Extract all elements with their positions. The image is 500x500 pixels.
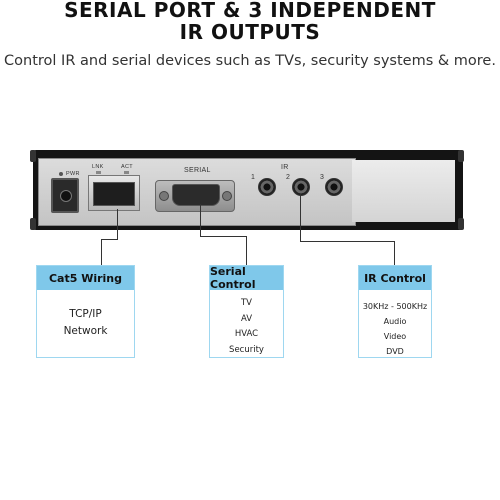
callout-ir-title: IR Control [359,266,431,290]
callout-ir-items: 30KHz - 500KHz Audio Video DVD [359,299,431,359]
callout-item: Security [229,344,264,355]
connector-line [117,209,118,239]
callout-cat5-items: TCP/IP Network [37,306,134,340]
ir-port-2-label: 2 [286,174,291,181]
connector-line [200,204,201,237]
lnk-label: LNK [92,164,104,170]
callout-cat5-wiring: Cat5 Wiring TCP/IP Network [36,265,135,358]
callout-ir-control: IR Control 30KHz - 500KHz Audio Video DV… [358,265,432,358]
ir-label: IR [281,164,289,171]
serial-label: SERIAL [184,167,211,174]
callout-serial-control: Serial Control TV AV HVAC Security [209,265,284,358]
connector-line [300,241,395,242]
screw-icon [222,191,232,201]
callout-item: Audio [383,317,407,326]
ethernet-port-socket [93,182,135,206]
device-foot [30,218,36,230]
headline-line-1: SERIAL PORT & 3 INDEPENDENT [64,0,436,22]
device-foot [458,150,464,162]
ir-jack-1-icon [258,178,276,196]
serial-port-socket [172,184,220,206]
headline-line-2: IR OUTPUTS [179,20,321,44]
power-jack-icon [51,178,79,213]
ir-port-1-label: 1 [251,174,256,181]
callout-item: HVAC [234,329,259,339]
callout-item: AV [240,313,253,324]
power-led-icon [59,172,63,176]
act-led-icon [124,171,129,174]
callout-item: DVD [386,347,404,356]
connector-line [101,239,118,240]
pwr-label: PWR [66,171,80,177]
subtitle: Control IR and serial devices such as TV… [4,53,496,69]
callout-cat5-title: Cat5 Wiring [37,266,134,290]
device-window [352,160,455,222]
lnk-led-icon [96,171,101,174]
connector-line [101,239,102,265]
connector-line [200,236,247,237]
act-label: ACT [121,164,133,170]
callout-serial-items: TV AV HVAC Security [210,296,283,358]
callout-serial-title: Serial Control [210,265,283,291]
callout-item: 30KHz - 500KHz [362,302,428,311]
device-foot [458,218,464,230]
callout-item: Network [63,325,108,337]
callout-item: TCP/IP [69,308,102,320]
screw-icon [159,191,169,201]
ir-jack-2-icon [292,178,310,196]
ir-port-3-label: 3 [320,174,325,181]
callout-item: TV [240,298,252,308]
device-foot [30,150,36,162]
connector-line [300,194,301,241]
callout-item: Video [383,332,407,341]
connector-line [246,236,247,265]
connector-line [394,241,395,265]
ir-jack-3-icon [325,178,343,196]
